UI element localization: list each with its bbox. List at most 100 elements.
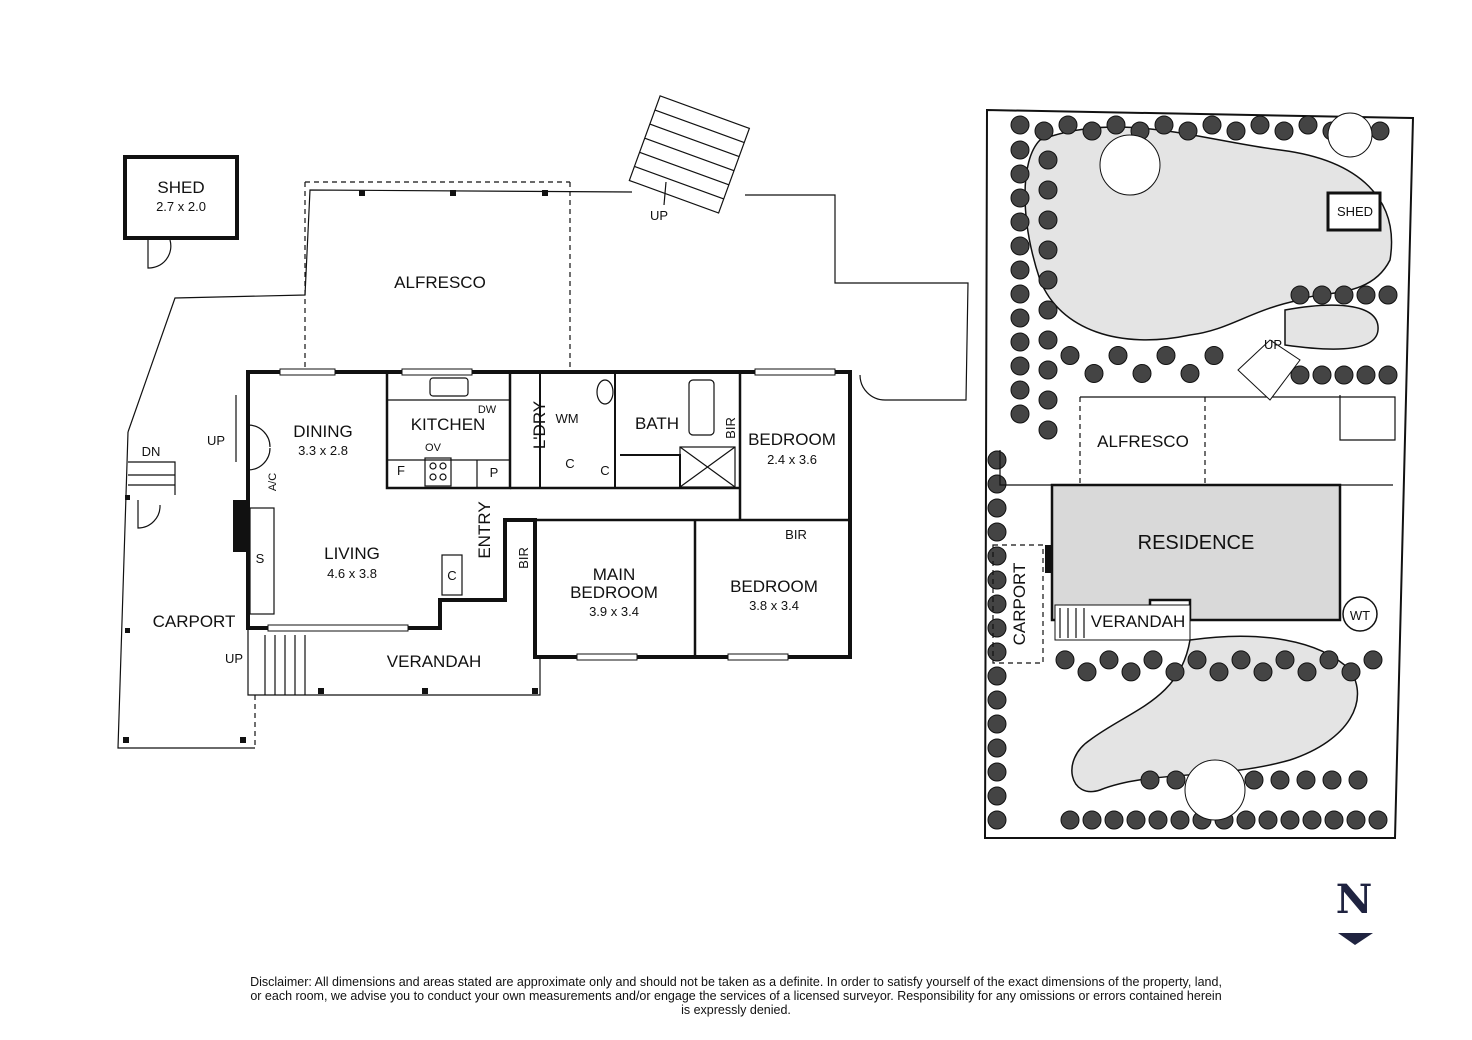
shrub-icon (1010, 380, 1030, 400)
windows (267, 368, 836, 661)
shed: SHED 2.7 x 2.0 (123, 155, 239, 269)
up-label: UP (207, 433, 225, 448)
shrub-icon (1312, 365, 1332, 385)
site-up-label: UP (1264, 337, 1282, 352)
shrub-icon (1010, 260, 1030, 280)
shrub-icon (1290, 285, 1310, 305)
shrub-icon (1356, 285, 1376, 305)
shrub-icon (987, 522, 1007, 542)
shrub-icon (1356, 365, 1376, 385)
stairs-up-label: UP (650, 208, 668, 223)
bir-label: BIR (516, 547, 531, 569)
ov-label: OV (425, 442, 442, 454)
shrub-icon (1060, 346, 1080, 365)
cupboard-label: C (600, 463, 609, 478)
shrub-icon (1170, 810, 1190, 830)
shrub-icon (1378, 285, 1398, 305)
shrub-icon (1038, 150, 1058, 170)
shrub-icon (1126, 810, 1146, 830)
dining-dims: 3.3 x 2.8 (298, 443, 348, 458)
shrub-icon (987, 570, 1007, 590)
verandah-label: VERANDAH (387, 652, 481, 671)
shrub-icon (1275, 650, 1295, 670)
bedroom-dims: 3.8 x 3.4 (749, 598, 799, 613)
shrub-icon (1077, 662, 1097, 682)
main-bedroom-label-1: MAIN (593, 565, 636, 584)
shrub-icon (987, 498, 1007, 518)
entry-label: ENTRY (475, 501, 494, 558)
shrub-icon (1010, 212, 1030, 232)
rear-stairs (628, 95, 751, 214)
shrub-icon (1236, 810, 1256, 830)
shrub-icon (1058, 115, 1078, 135)
bedroom-label: BEDROOM (748, 430, 836, 449)
shrub-icon (1038, 210, 1058, 230)
shrub-icon (1187, 650, 1207, 670)
shrub-icon (1010, 404, 1030, 424)
shrub-icon (1038, 270, 1058, 290)
shrub-icon (1132, 364, 1152, 383)
shrub-icon (1038, 300, 1058, 320)
shrub-icon (1368, 810, 1388, 830)
shrub-icon (1148, 810, 1168, 830)
shrub-icon (1038, 240, 1058, 260)
bir-label: BIR (785, 527, 807, 542)
shrub-icon (1060, 810, 1080, 830)
main-bedroom-dims: 3.9 x 3.4 (589, 604, 639, 619)
shrub-icon (1099, 650, 1119, 670)
shrub-icon (987, 642, 1007, 662)
shrub-icon (1274, 121, 1294, 141)
shrub-icon (1121, 662, 1141, 682)
shrub-icon (1334, 365, 1354, 385)
alfresco-label: ALFRESCO (394, 273, 486, 292)
shrub-icon (1010, 332, 1030, 352)
shrub-icon (1370, 121, 1390, 141)
shrub-icon (1038, 360, 1058, 380)
shrub-icon (1253, 662, 1273, 682)
shrub-icon (1010, 164, 1030, 184)
shrub-icon (1258, 810, 1278, 830)
shrub-icon (1244, 770, 1264, 790)
shrub-icon (1010, 188, 1030, 208)
shrub-icon (1378, 365, 1398, 385)
shrub-icon (1280, 810, 1300, 830)
shrub-icon (1348, 770, 1368, 790)
main-bedroom-label-2: BEDROOM (570, 583, 658, 602)
dining-label: DINING (293, 422, 353, 441)
shrub-icon (1108, 346, 1128, 365)
shrub-icon (1296, 770, 1316, 790)
s-label: S (256, 551, 265, 566)
site-shed-label: SHED (1337, 204, 1373, 219)
shrub-icon (1250, 115, 1270, 135)
shrub-icon (987, 618, 1007, 638)
site-plan (983, 108, 1415, 839)
shrub-icon (1140, 770, 1160, 790)
shrub-icon (1055, 650, 1075, 670)
shed-dims: 2.7 x 2.0 (156, 199, 206, 214)
shrub-icon (1010, 236, 1030, 256)
north-arrow-icon (1338, 933, 1373, 945)
living-dims: 4.6 x 3.8 (327, 566, 377, 581)
shrub-icon (1202, 115, 1222, 135)
shrub-icon (987, 762, 1007, 782)
residence-label: RESIDENCE (1138, 532, 1255, 554)
north-label: N (1335, 876, 1373, 923)
laundry-label: L'DRY (530, 401, 549, 449)
bedroom-dims: 2.4 x 3.6 (767, 452, 817, 467)
disclaimer-text: Disclaimer: All dimensions and areas sta… (250, 975, 1222, 1017)
shrub-icon (1010, 284, 1030, 304)
up-label: UP (225, 651, 243, 666)
tree-icon (1327, 112, 1373, 158)
shrub-icon (1038, 330, 1058, 350)
shrub-icon (1297, 662, 1317, 682)
shrub-icon (1231, 650, 1251, 670)
shrub-icon (987, 690, 1007, 710)
shrub-icon (1084, 364, 1104, 383)
carport-verandah (123, 461, 541, 748)
deck-outline (117, 181, 969, 749)
shrub-icon (1038, 420, 1058, 440)
shrub-icon (1204, 346, 1224, 365)
shrub-icon (987, 546, 1007, 566)
shrub-icon (987, 474, 1007, 494)
